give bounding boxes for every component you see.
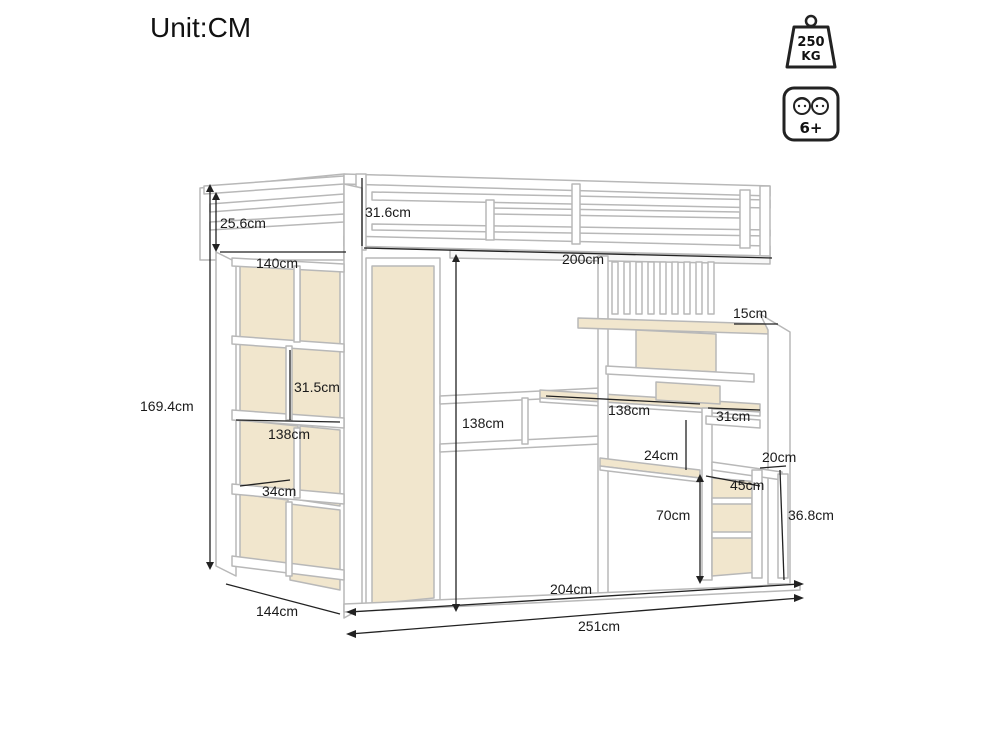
age-value: 6+ <box>799 119 822 137</box>
guardrail-left-height-label: 25.6cm <box>220 215 266 231</box>
dimension-lines <box>209 178 801 635</box>
stair-width-label: 45cm <box>730 477 764 493</box>
weight-value: 250 <box>797 35 824 50</box>
shelf-height-label: 31.5cm <box>294 379 340 395</box>
desk-shelf-gap-label: 24cm <box>644 447 678 463</box>
bed-structure <box>199 173 801 619</box>
overall-depth-label: 144cm <box>256 603 298 619</box>
weight-capacity-badge: 250 KG <box>782 13 840 69</box>
dimension-labels: 25.6cm 31.6cm 140cm 200cm 169.4cm 31.5cm… <box>140 204 834 634</box>
under-bed-clearance-label: 138cm <box>462 415 504 431</box>
children-icon: 6+ <box>782 86 840 142</box>
bookcase-width-label: 140cm <box>256 255 298 271</box>
bed-length-label: 200cm <box>562 251 604 267</box>
step-top-width-label: 15cm <box>733 305 767 321</box>
desk-height-label: 70cm <box>656 507 690 523</box>
stair-step-height-label: 36.8cm <box>788 507 834 523</box>
step-depth-label: 20cm <box>762 449 796 465</box>
overall-length-label: 251cm <box>578 618 620 634</box>
guardrail-right-height-label: 31.6cm <box>365 204 411 220</box>
unit-label: Unit:CM <box>150 12 252 43</box>
desk-width-label: 138cm <box>608 402 650 418</box>
age-recommendation-badge: 6+ <box>782 86 840 142</box>
bookcase-length-label: 138cm <box>268 426 310 442</box>
overall-height-label: 169.4cm <box>140 398 194 414</box>
shelf-depth-label: 34cm <box>262 483 296 499</box>
bed-inner-length-label: 204cm <box>550 581 592 597</box>
dimension-arrowheads <box>206 184 804 638</box>
weight-unit: KG <box>801 49 820 63</box>
weight-icon: 250 KG <box>785 14 837 69</box>
step-width-label: 31cm <box>716 408 750 424</box>
